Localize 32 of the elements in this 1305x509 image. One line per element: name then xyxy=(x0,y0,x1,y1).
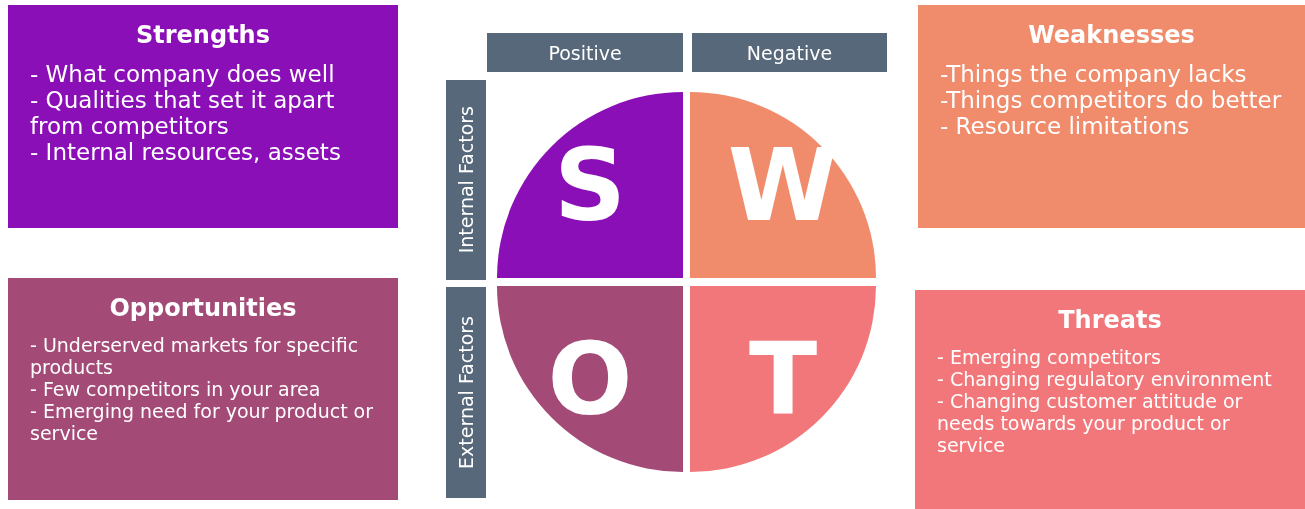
bullet-text: - Resource limitations xyxy=(940,113,1191,139)
bullet-text: -Things the company lacks xyxy=(940,61,1248,87)
card-heading: Weaknesses xyxy=(1027,21,1196,49)
card-heading: Opportunities xyxy=(108,294,298,322)
card-heading: Strengths xyxy=(135,21,271,49)
swot-card xyxy=(918,5,1305,228)
row-header-bar xyxy=(446,80,486,280)
bullet-text: - Emerging need for your product or service xyxy=(30,400,375,444)
bullet-text: - Changing customer attitude or needs towards your product or service xyxy=(937,390,1244,456)
header-label: Negative xyxy=(746,41,833,64)
bullet-text: - Few competitors in your area xyxy=(30,378,322,400)
bullet-text: -Things competitors do better xyxy=(940,87,1283,113)
column-header-bar xyxy=(487,33,683,72)
bullet-text: - Emerging competitors xyxy=(937,346,1162,368)
quadrant-letter: T xyxy=(748,320,818,438)
bullet-text: - Changing regulatory environment xyxy=(937,368,1273,390)
quadrant-letter: S xyxy=(554,126,626,244)
header-label: Positive xyxy=(548,41,622,64)
swot-card xyxy=(8,5,398,228)
bullet-text: - What company does well xyxy=(30,61,336,87)
swot-card xyxy=(8,278,398,500)
row-header-bar xyxy=(446,287,486,498)
bullet-text: - Internal resources, assets xyxy=(30,139,342,165)
swot-card xyxy=(915,290,1305,509)
column-header-bar xyxy=(692,33,887,72)
bullet-text: - Qualities that set it apart from competitors xyxy=(30,87,336,139)
card-heading: Threats xyxy=(1057,306,1163,334)
header-label: Internal Factors xyxy=(455,106,477,254)
quadrant-letter: W xyxy=(727,126,839,244)
quadrant-letter: O xyxy=(547,320,633,438)
header-label: External Factors xyxy=(455,316,477,469)
bullet-text: - Underserved markets for specific products xyxy=(30,334,360,378)
